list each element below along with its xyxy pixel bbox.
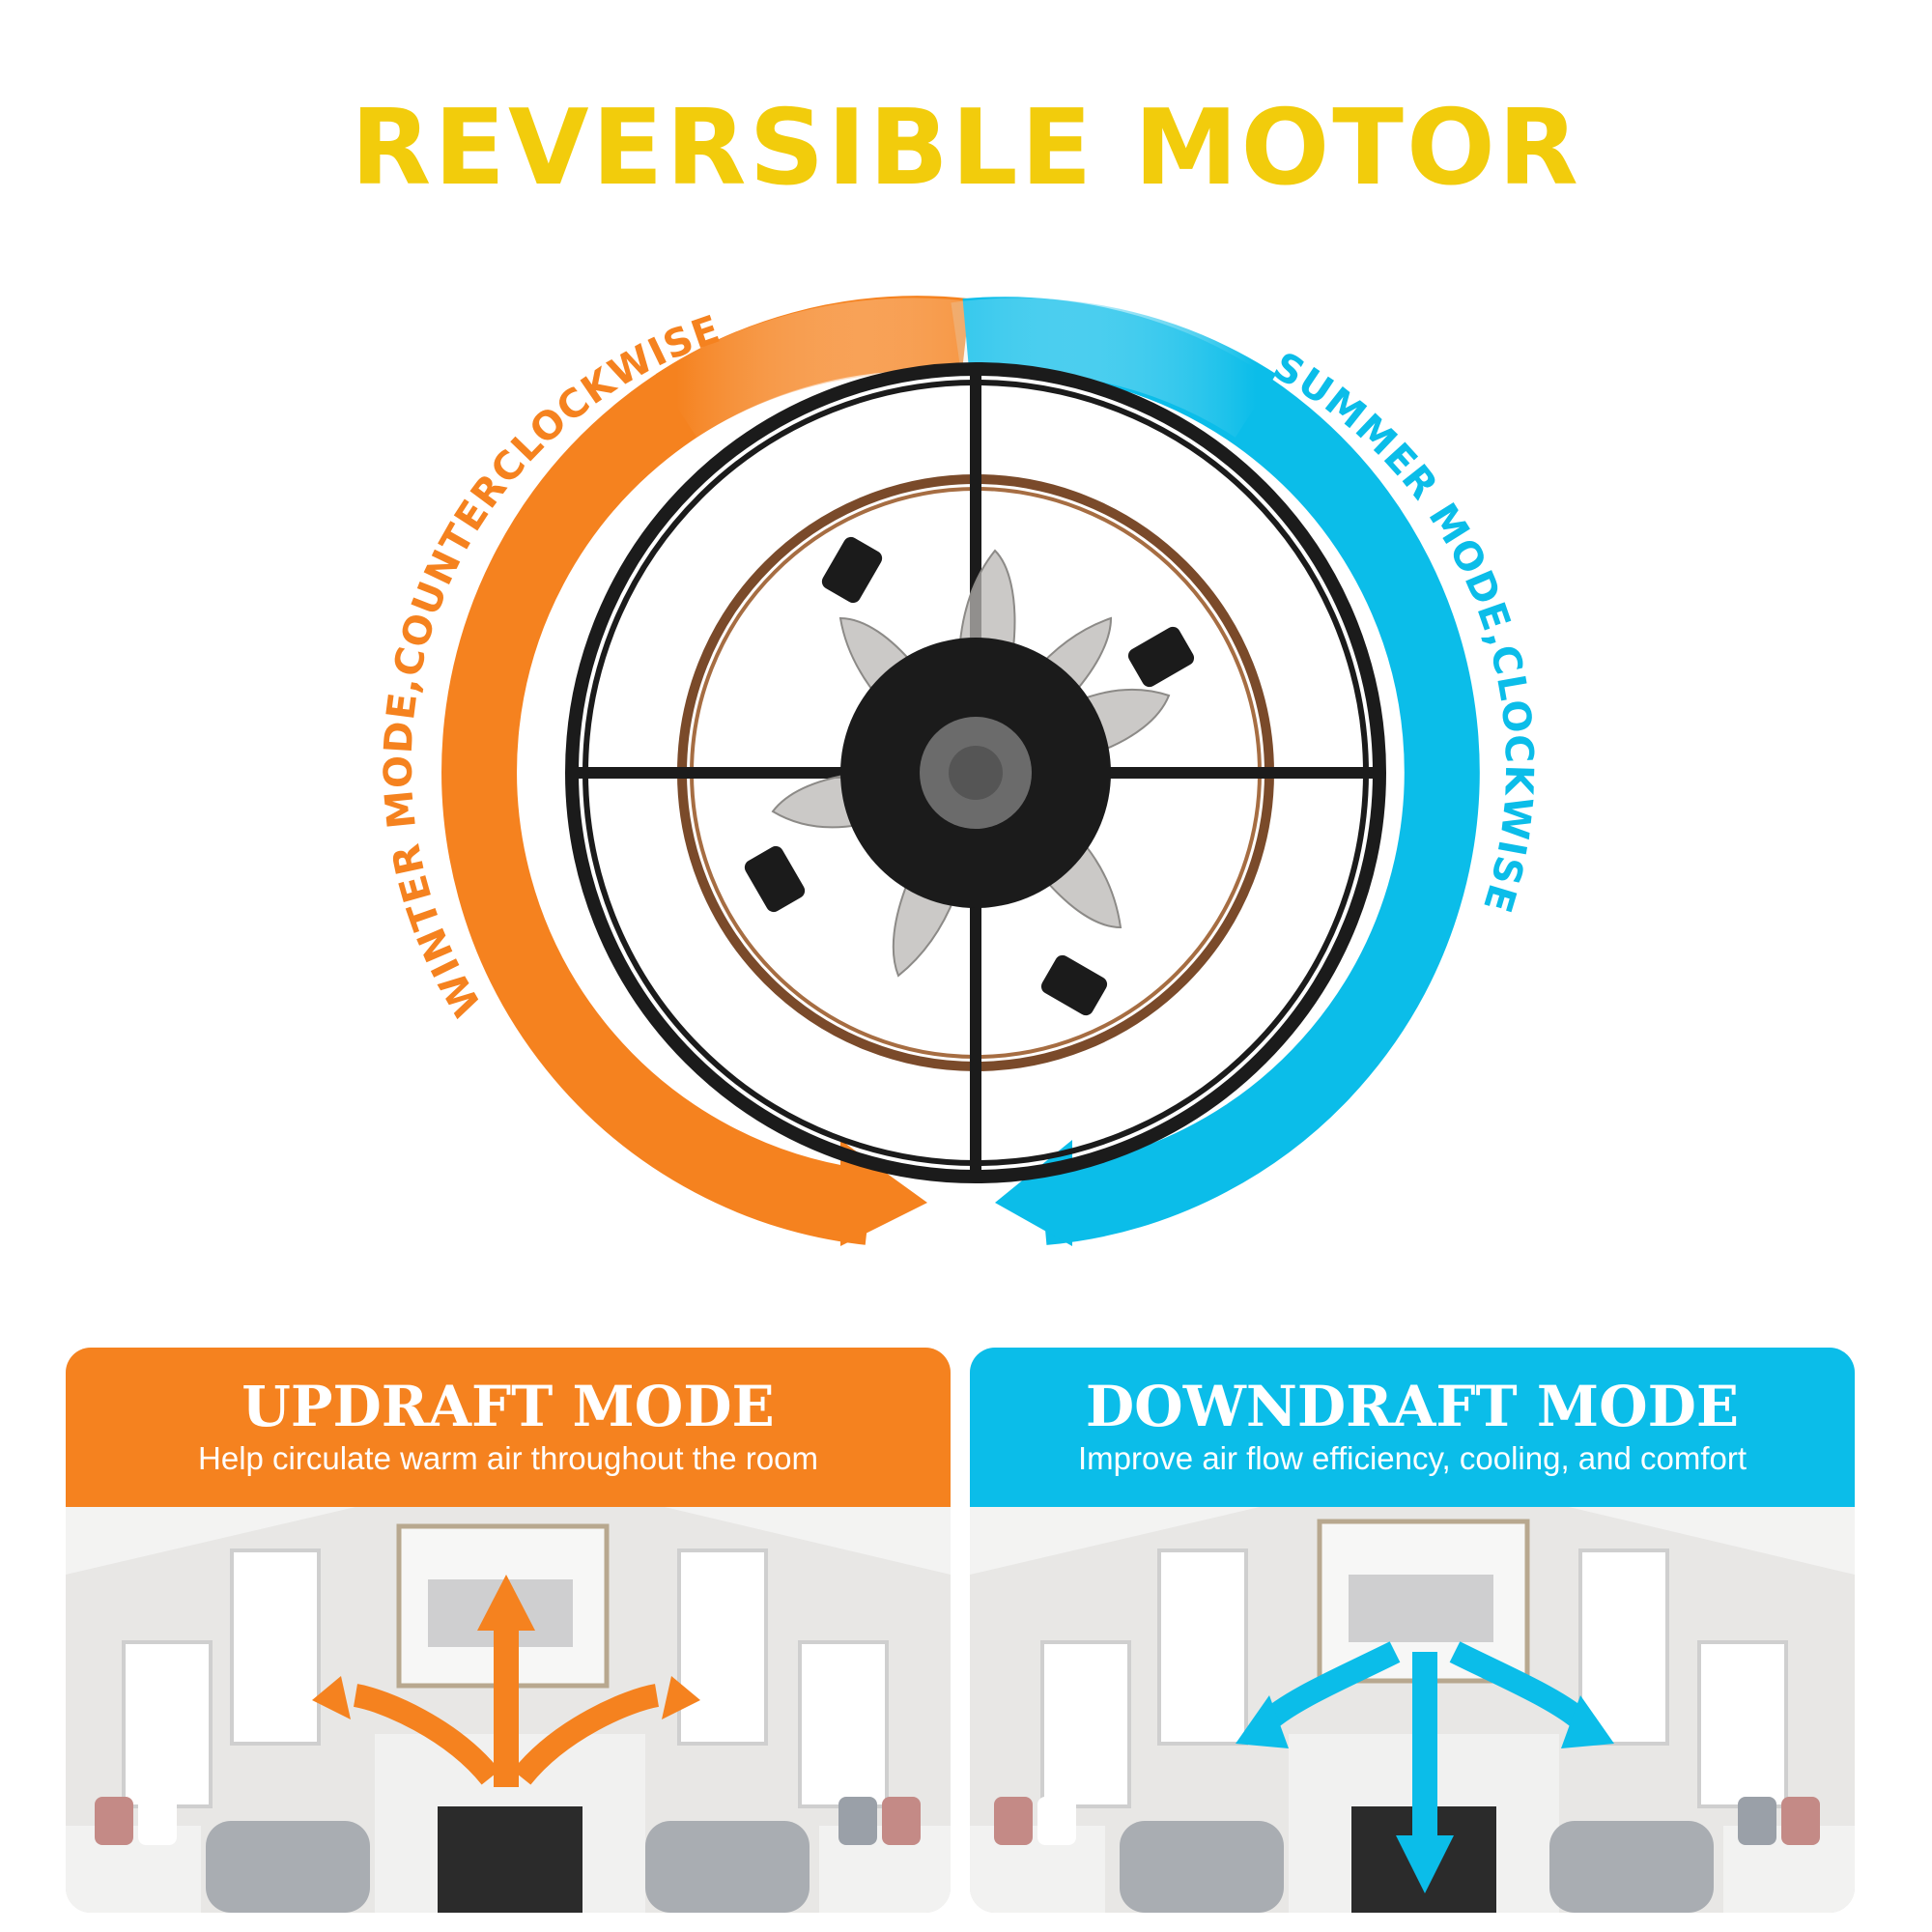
fan-rotation-diagram: WINTER MODE,COUNTERCLOCKWISE SUMMER MODE… [377,296,1540,1246]
updraft-title: UPDRAFT MODE [242,1374,775,1439]
downdraft-header: DOWNDRAFT MODE Improve air flow efficien… [970,1348,1855,1507]
downdraft-subtitle: Improve air flow efficiency, cooling, an… [1077,1440,1747,1476]
page-title: REVERSIBLE MOTOR [351,88,1581,209]
downdraft-title: DOWNDRAFT MODE [1085,1374,1740,1439]
fan-icon [565,362,1386,1183]
updraft-header: UPDRAFT MODE Help circulate warm air thr… [66,1348,951,1507]
arrows-down-out-icon [1236,1641,1614,1893]
arrows-up-out-icon [312,1575,700,1787]
updraft-subtitle: Help circulate warm air throughout the r… [198,1440,818,1476]
living-room-image [66,1507,951,1913]
downdraft-card: DOWNDRAFT MODE Improve air flow efficien… [970,1348,1855,1913]
living-room-image [970,1507,1855,1913]
updraft-card: UPDRAFT MODE Help circulate warm air thr… [66,1348,951,1913]
